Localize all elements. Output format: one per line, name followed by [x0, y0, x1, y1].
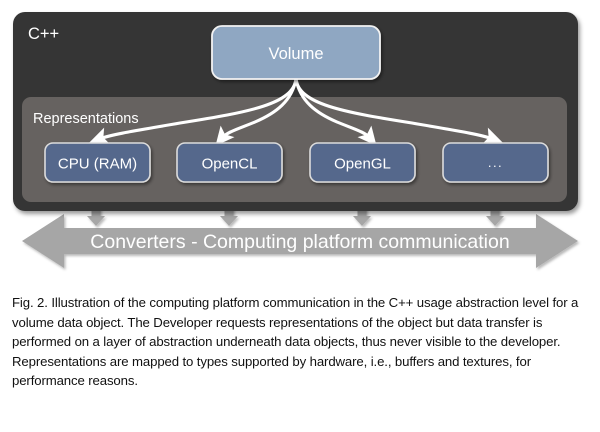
- node-other[interactable]: [442, 142, 549, 183]
- figure-caption: Fig. 2. Illustration of the computing pl…: [12, 295, 579, 389]
- node-opengl-label: OpenGL: [334, 156, 391, 173]
- fanout-arrow-cpu: [89, 77, 298, 145]
- fanout-arrow-opencl: [215, 77, 298, 146]
- fanout-arrow-other: [294, 77, 503, 145]
- fanout-arrows-group: [89, 77, 503, 146]
- node-other-label: ...: [488, 155, 503, 170]
- node-cpu-ram[interactable]: [44, 142, 151, 183]
- representations-container: [22, 97, 567, 202]
- node-opencl-label: OpenCL: [202, 156, 258, 173]
- representations-container-label: Representations: [33, 111, 139, 127]
- cpp-container-label: C++: [28, 25, 59, 43]
- converter-bar: [22, 214, 578, 268]
- converter-bar-label: Converters - Computing platform communic…: [90, 231, 509, 253]
- node-opengl[interactable]: [309, 142, 416, 183]
- figure-illustration: Converters - Computing platform communic…: [13, 12, 578, 268]
- node-cpu-ram-label: CPU (RAM): [58, 156, 137, 173]
- node-opencl[interactable]: [176, 142, 283, 183]
- node-volume[interactable]: [211, 25, 381, 80]
- node-volume-label: Volume: [268, 45, 323, 63]
- fanout-arrow-opengl: [294, 77, 377, 146]
